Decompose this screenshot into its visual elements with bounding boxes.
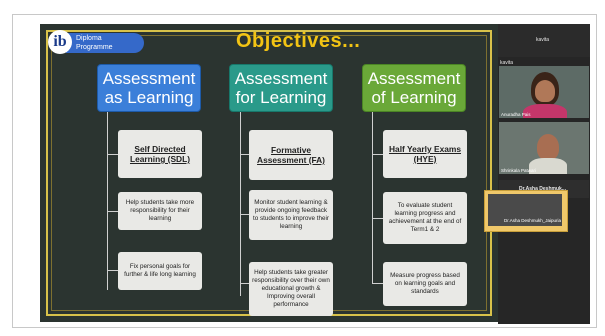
card-of-learning-2: Measure progress based on learning goals… <box>383 262 467 306</box>
logo-line1: Diploma <box>76 35 102 42</box>
connector <box>240 283 249 284</box>
participants-panel[interactable]: kavita kavita Anuradha Pais Shrinkala Pa… <box>498 24 590 324</box>
participant-label: Shrinkala Patwari <box>501 168 537 173</box>
card-fa: Formative Assessment (FA) <box>249 130 333 180</box>
connector <box>107 112 108 290</box>
connector <box>240 154 249 155</box>
heading-for-learning: Assessment for Learning <box>229 64 333 112</box>
selected-participant-tile[interactable]: Dr.Asha Deshmukh_Jaipuria <box>484 190 568 232</box>
participant-name: Dr.Asha Deshmuk... <box>519 186 566 192</box>
connector <box>240 214 249 215</box>
participant-label: Dr.Asha Deshmukh_Jaipuria <box>504 218 562 223</box>
card-as-learning-2: Fix personal goals for further & life lo… <box>118 252 202 290</box>
participant-name: kavita <box>500 60 514 66</box>
logo-letter: ib <box>48 30 72 54</box>
card-for-learning-2: Help students take greater responsibilit… <box>249 262 333 316</box>
participant-name: kavita <box>536 37 550 43</box>
logo-line2: Programme <box>76 44 113 51</box>
connector <box>372 218 383 219</box>
participant-tile-top[interactable]: kavita <box>498 24 590 57</box>
participant-tile[interactable]: Shrinkala Patwari <box>499 122 589 174</box>
card-as-learning-1: Help students take more responsibility f… <box>118 192 202 230</box>
card-of-learning-1: To evaluate student learning progress an… <box>383 192 467 244</box>
connector <box>372 112 373 284</box>
connector <box>240 112 241 296</box>
card-hye: Half Yearly Exams (HYE) <box>383 130 467 178</box>
card-sdl: Self Directed Learning (SDL) <box>118 130 202 178</box>
connector <box>372 283 383 284</box>
participant-tile[interactable]: Anuradha Pais <box>499 66 589 118</box>
heading-of-learning: Assessment of Learning <box>362 64 466 112</box>
ib-logo: Diploma Programme ib <box>48 30 144 56</box>
connector <box>372 154 383 155</box>
window-border <box>12 14 597 328</box>
connector <box>107 154 118 155</box>
heading-as-learning: Assessment as Learning <box>97 64 201 112</box>
connector <box>107 211 118 212</box>
slide-title: Objectives... <box>236 30 361 52</box>
card-for-learning-1: Monitor student learning & provide ongoi… <box>249 190 333 240</box>
connector <box>107 270 118 271</box>
participant-label: Anuradha Pais <box>501 112 531 117</box>
participant-video <box>537 134 559 160</box>
